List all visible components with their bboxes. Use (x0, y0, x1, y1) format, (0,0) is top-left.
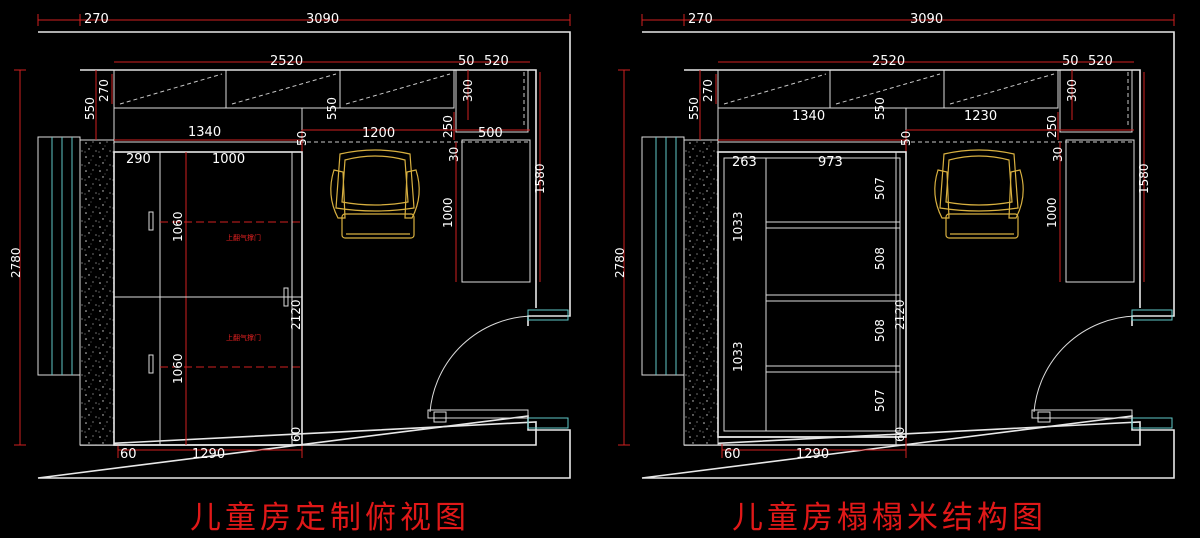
right-plan-title: 儿童房榻榻米结构图 (732, 500, 1047, 536)
left-plan-title: 儿童房定制俯视图 (190, 500, 470, 536)
dim-507a: 507 (873, 177, 887, 200)
note-gas-lift-door-1: 上翻气撑门 (226, 233, 261, 242)
dim-250: 250 (441, 115, 455, 138)
dim-300: 300 (461, 79, 475, 102)
dim-50b: 50 (295, 131, 309, 146)
handle (148, 354, 154, 374)
dim-1340: 1340 (792, 109, 825, 124)
dim-2780: 2780 (9, 247, 23, 278)
dim-60: 60 (120, 447, 137, 462)
dim-270: 270 (688, 12, 713, 27)
dim-1340: 1340 (188, 125, 221, 140)
dim-1033a: 1033 (731, 211, 745, 242)
dim-250: 250 (1045, 115, 1059, 138)
dim-50: 50 (458, 54, 475, 69)
dim-973: 973 (818, 155, 843, 170)
dim-270v: 270 (97, 79, 111, 102)
dim-1060b: 1060 (171, 353, 185, 384)
dim-500: 500 (478, 126, 503, 141)
dim-270: 270 (84, 12, 109, 27)
handle (148, 211, 154, 231)
dim-300: 300 (1065, 79, 1079, 102)
dim-550a: 550 (687, 97, 701, 120)
dim-1290: 1290 (192, 447, 225, 462)
dim-1000v: 1000 (1045, 197, 1059, 228)
dim-30: 30 (447, 147, 461, 162)
dim-1060a: 1060 (171, 211, 185, 242)
dim-3090: 3090 (306, 12, 339, 27)
dim-50: 50 (1062, 54, 1079, 69)
dim-550b: 550 (325, 97, 339, 120)
bed-cabinet (113, 151, 303, 446)
dim-2520: 2520 (270, 54, 303, 69)
handle (283, 287, 289, 307)
dim-1230: 1230 (964, 109, 997, 124)
dim-3090: 3090 (910, 12, 943, 27)
dim-270v: 270 (701, 79, 715, 102)
dim-2780: 2780 (613, 247, 627, 278)
dim-60: 60 (724, 447, 741, 462)
dim-60v: 60 (289, 427, 303, 442)
dim-2120: 2120 (893, 299, 907, 330)
left-plan: 上翻气撑门 上翻气撑门 270 3090 2520 50 520 1340 12… (9, 12, 571, 479)
dim-520: 520 (1088, 54, 1113, 69)
dim-30: 30 (1051, 147, 1065, 162)
dim-508a: 508 (873, 247, 887, 270)
right-plan: 270 3090 2520 50 520 1340 1230 263 973 1… (613, 12, 1175, 479)
dim-1290: 1290 (796, 447, 829, 462)
dim-290: 290 (126, 152, 151, 167)
note-gas-lift-door-2: 上翻气撑门 (226, 333, 261, 342)
dim-2120: 2120 (289, 299, 303, 330)
dim-1200: 1200 (362, 126, 395, 141)
dim-2520: 2520 (872, 54, 905, 69)
dim-550a: 550 (83, 97, 97, 120)
dim-1580: 1580 (533, 163, 547, 194)
dim-1580: 1580 (1137, 163, 1151, 194)
dim-1000: 1000 (212, 152, 245, 167)
dim-508b: 508 (873, 319, 887, 342)
dim-520: 520 (484, 54, 509, 69)
dim-550b: 550 (873, 97, 887, 120)
dim-263: 263 (732, 155, 757, 170)
dim-1000v: 1000 (441, 197, 455, 228)
dim-1033b: 1033 (731, 341, 745, 372)
dim-50b: 50 (899, 131, 913, 146)
dim-60v: 60 (893, 427, 907, 442)
dim-507b: 507 (873, 389, 887, 412)
